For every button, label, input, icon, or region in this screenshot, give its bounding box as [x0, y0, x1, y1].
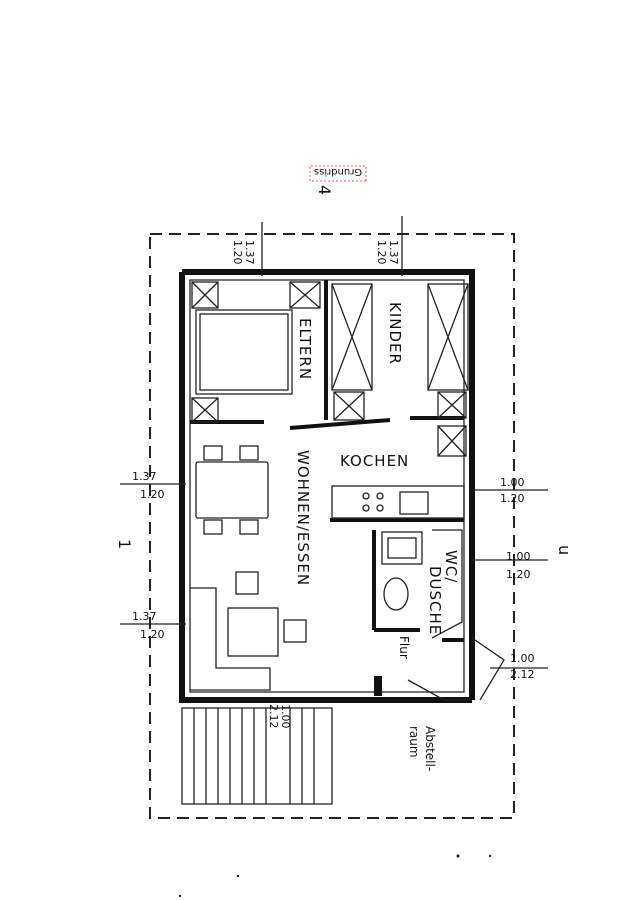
room-label-abstell-2: raum	[407, 726, 421, 758]
room-label-eltern: ELTERN	[296, 318, 314, 380]
dim-top-right: 1.37 1.20	[375, 240, 400, 265]
kitchen-fixtures	[331, 425, 467, 519]
property-boundary	[149, 233, 515, 819]
room-label-abstell-1: Abstell-	[423, 726, 437, 771]
room-label-kinder: KINDER	[386, 302, 404, 365]
title-stamp: Grundriss	[309, 165, 367, 182]
interior-walls	[190, 280, 464, 642]
room-label-flur: Flur	[397, 636, 411, 659]
dim-right-kitchen-a: 1.00	[500, 476, 525, 489]
mark-top: 4	[315, 185, 334, 195]
dim-left-upper-a: 1.37	[132, 470, 157, 483]
svg-text:2.12: 2.12	[267, 704, 280, 729]
svg-text:1.37: 1.37	[387, 240, 400, 265]
kinder-furniture	[331, 283, 469, 421]
room-label-wohnen: WOHNEN/ESSEN	[294, 450, 312, 586]
scan-marks	[178, 854, 492, 898]
dim-left-lower-b: 1.20	[140, 628, 165, 641]
outer-walls	[179, 269, 475, 703]
living-furniture	[190, 571, 307, 691]
dim-top-left: 1.37 1.20	[231, 240, 256, 265]
mark-right: u	[555, 545, 574, 555]
mark-left: 1	[115, 539, 134, 549]
svg-text:1.37: 1.37	[243, 240, 256, 265]
dining-furniture	[195, 445, 269, 535]
room-label-wc: WC/	[442, 550, 460, 583]
eltern-furniture	[191, 281, 321, 423]
dim-right-wc-b: 1.20	[506, 568, 531, 581]
dim-left-upper-b: 1.20	[140, 488, 165, 501]
room-label-kochen: KOCHEN	[340, 452, 409, 470]
dim-right-kitchen-b: 1.20	[500, 492, 525, 505]
dim-left-lower-a: 1.37	[132, 610, 157, 623]
dim-right-door-a: 1.00	[510, 652, 535, 665]
terrace	[181, 707, 333, 805]
svg-text:1.00: 1.00	[279, 704, 292, 729]
room-label-dusche: DUSCHE	[426, 566, 444, 635]
svg-text:1.20: 1.20	[375, 240, 388, 265]
dim-right-door-b: 2.12	[510, 668, 535, 681]
bathroom-fixtures	[381, 529, 463, 639]
dim-right-wc-a: 1.00	[506, 550, 531, 563]
entry-door	[374, 637, 505, 701]
stamp-text: Grundriss	[314, 166, 362, 177]
dimension-lines	[120, 216, 548, 669]
dim-bottom-entry: 1.00 2.12	[267, 704, 292, 729]
svg-text:1.20: 1.20	[231, 240, 244, 265]
